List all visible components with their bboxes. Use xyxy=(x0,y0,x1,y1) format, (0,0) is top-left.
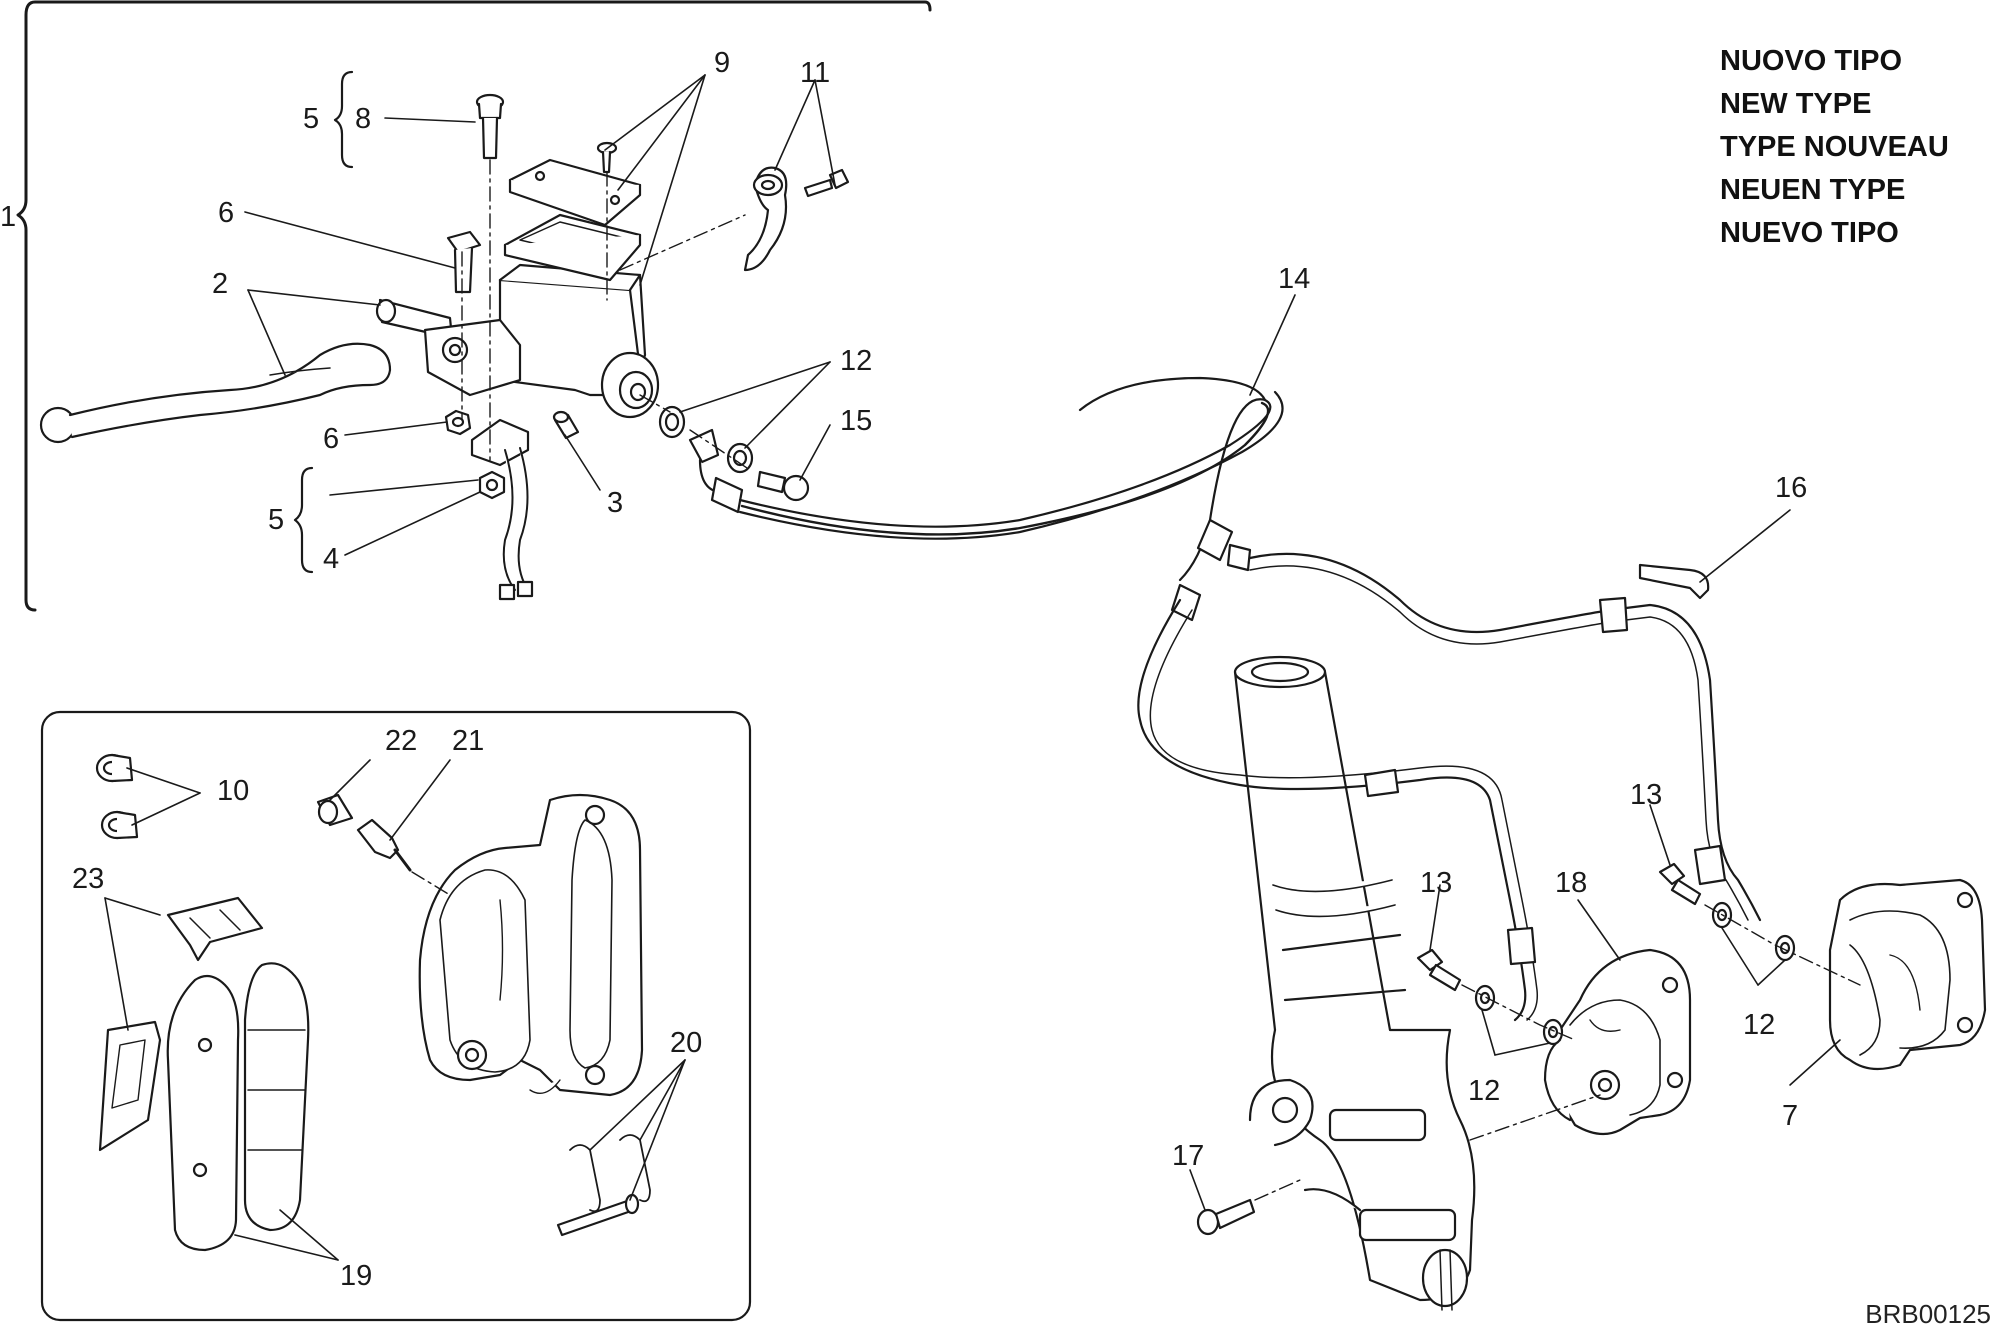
callout-11: 11 xyxy=(800,57,830,89)
callout-10: 10 xyxy=(217,775,249,807)
callout-12-left: 12 xyxy=(1468,1075,1500,1107)
bleed-valve-cap xyxy=(316,793,354,827)
callout-16: 16 xyxy=(1775,472,1807,504)
type-label-en: NEW TYPE xyxy=(1720,88,1872,120)
brake-lever xyxy=(39,342,392,444)
callout-5-lower: 5 xyxy=(268,504,284,536)
callout-13-right: 13 xyxy=(1630,779,1662,811)
master-cylinder-body xyxy=(423,263,660,419)
callout-6-upper: 6 xyxy=(218,197,234,229)
type-label-de: NEUEN TYPE xyxy=(1720,174,1906,206)
adjuster-screw xyxy=(446,230,482,294)
bleed-caps xyxy=(95,753,139,840)
hose-guide xyxy=(1638,563,1710,600)
caliper-detail-inset xyxy=(40,710,752,1322)
sealing-washer-upper xyxy=(658,405,754,474)
alignment-lines xyxy=(411,159,1861,1201)
reservoir-cover xyxy=(503,158,642,282)
group-braces xyxy=(293,70,354,574)
callout-15: 15 xyxy=(840,405,872,437)
brake-pad-front xyxy=(243,962,310,1232)
pushrod-bush xyxy=(552,410,580,440)
callout-14: 14 xyxy=(1278,263,1310,295)
handlebar-clamp xyxy=(743,166,788,272)
callout-8: 8 xyxy=(355,103,371,135)
lever-nut xyxy=(444,409,472,436)
hose-branch-left xyxy=(1137,598,1539,1022)
cover-screw xyxy=(596,141,618,174)
sealing-washers-left xyxy=(1474,984,1564,1046)
banjo-bolt-right xyxy=(1658,862,1702,906)
banjo-bolt-left xyxy=(1416,948,1462,992)
brake-hose-main xyxy=(740,401,1270,536)
pad-spring xyxy=(166,896,264,962)
callout-7: 7 xyxy=(1782,1100,1798,1132)
callout-18: 18 xyxy=(1555,867,1587,899)
brake-caliper-right xyxy=(1828,878,1987,1071)
callout-9: 9 xyxy=(714,47,730,79)
callout-22: 22 xyxy=(385,725,417,757)
clamp-bolt xyxy=(803,168,850,198)
pivot-bolt xyxy=(475,93,505,160)
leader-lines xyxy=(104,74,1841,1261)
brake-caliper-left xyxy=(1543,948,1692,1136)
assembly-bracket xyxy=(16,0,932,612)
callout-2: 2 xyxy=(212,268,228,300)
bleed-valve xyxy=(356,818,412,872)
callout-4: 4 xyxy=(323,543,339,575)
hose-splitter xyxy=(1170,518,1252,622)
callout-17: 17 xyxy=(1172,1140,1204,1172)
callout-1: 1 xyxy=(0,201,16,233)
drawing-code: BRB00125 xyxy=(1865,1299,1991,1329)
callout-13-left: 13 xyxy=(1420,867,1452,899)
callout-23: 23 xyxy=(72,863,104,895)
switch-nut xyxy=(478,470,506,500)
hose-branch-right xyxy=(1248,552,1762,922)
callout-19: 19 xyxy=(340,1260,372,1292)
pad-retaining-clips xyxy=(556,1134,651,1237)
callout-6-lower: 6 xyxy=(323,423,339,455)
inset-brake-caliper xyxy=(418,793,644,1097)
brake-pad-back xyxy=(166,974,240,1252)
callout-12-right: 12 xyxy=(1743,1009,1775,1041)
type-heading: NUOVO TIPO NEW TYPE TYPE NOUVEAU NEUEN T… xyxy=(1720,40,1949,255)
type-label-es: NUEVO TIPO xyxy=(1720,217,1899,249)
type-label-it: NUOVO TIPO xyxy=(1720,45,1903,77)
callout-3: 3 xyxy=(607,487,623,519)
caliper-mount-bolt xyxy=(1196,1198,1256,1236)
pad-shim xyxy=(98,1020,162,1152)
callout-5-upper: 5 xyxy=(303,103,319,135)
callout-labels: 1 8 5 9 11 6 2 6 3 5 4 12 15 14 16 13 13… xyxy=(0,47,1807,1292)
fork-leg xyxy=(1233,655,1476,1311)
type-label-fr: TYPE NOUVEAU xyxy=(1720,131,1949,163)
brake-light-switch xyxy=(470,418,534,601)
banjo-bolt-upper xyxy=(756,470,810,502)
callout-20: 20 xyxy=(670,1027,702,1059)
hose-banjo-upper xyxy=(688,428,744,514)
callout-21: 21 xyxy=(452,725,484,757)
callout-12-upper: 12 xyxy=(840,345,872,377)
